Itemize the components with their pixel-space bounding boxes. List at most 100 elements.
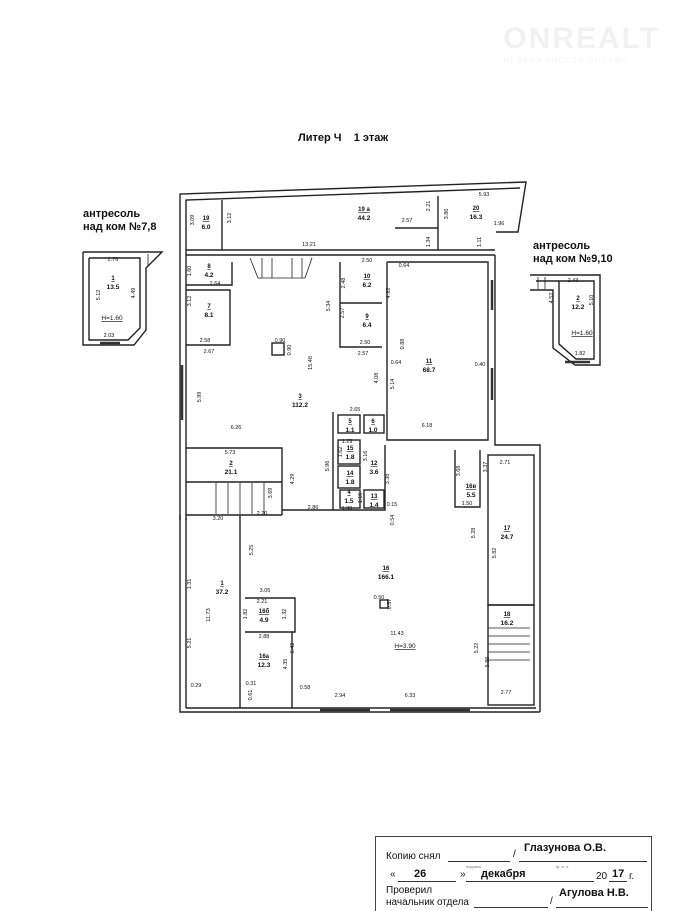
checked-name: Агулова Н.В. <box>559 887 629 899</box>
dimension-label: 3.16 <box>363 451 369 462</box>
dimension-label: 2.50 <box>360 340 371 346</box>
dimension-label: 0.88 <box>400 339 406 350</box>
room-area: 68.7 <box>423 367 436 374</box>
dimension-label: 6.42 <box>290 643 296 654</box>
walls <box>82 181 601 713</box>
room-number: 19 <box>203 216 210 222</box>
room-number: 2 <box>576 296 580 302</box>
dimension-label: 1.29 <box>342 439 353 445</box>
dimension-label: 5.86 <box>485 657 491 668</box>
dimension-label: 2.76 <box>108 257 119 263</box>
mezzanine-label-line2: над ком №9,10 <box>533 253 613 265</box>
room-area: 1.4 <box>369 502 378 509</box>
ceiling-height: Н=3.90 <box>394 643 416 650</box>
dimension-label: 5.12 <box>96 290 102 301</box>
dimension-label: 2.48 <box>341 278 347 289</box>
dimension-label: 1.16 <box>358 493 364 504</box>
room-number: 5 <box>348 419 352 425</box>
dimension-label: 5.93 <box>479 192 490 198</box>
room-area: 16.2 <box>501 620 514 627</box>
room-area: 6.4 <box>362 322 371 329</box>
room-number: 15 <box>347 446 354 452</box>
room-number: 7 <box>207 304 211 310</box>
dimension-label: 5.96 <box>325 461 331 472</box>
dimension-label: 3.86 <box>444 209 450 220</box>
dimension-label: 5.22 <box>474 643 480 654</box>
room-area: 44.2 <box>358 215 371 222</box>
dimension-label: 2.57 <box>358 351 369 357</box>
dimension-label: 3.09 <box>190 215 196 226</box>
dimension-label: 0.64 <box>391 360 402 366</box>
room-area: 8.1 <box>204 312 213 319</box>
dimension-label: 2.21 <box>257 599 268 605</box>
dimension-label: 0.64 <box>399 263 410 269</box>
dimension-label: 5.73 <box>225 450 236 456</box>
dimension-label: 0.29 <box>191 683 202 689</box>
room-number: 16 <box>383 566 390 572</box>
dimension-label: 0.90 <box>275 338 286 344</box>
dimension-label: 2.64 <box>210 281 221 287</box>
dimension-label: 6.26 <box>231 425 242 431</box>
dimension-label: 0.50 <box>374 595 385 601</box>
year-suffix: 17 <box>612 868 625 880</box>
dimension-label: 4.92 <box>386 288 392 299</box>
dimension-label: 13.21 <box>302 242 316 248</box>
dimension-label: 2.71 <box>500 460 511 466</box>
dimension-label: 5.10 <box>589 295 595 306</box>
room-area: 6.2 <box>362 282 371 289</box>
room-number: 2 <box>229 461 233 467</box>
name-line <box>556 907 648 908</box>
year-line <box>609 881 627 882</box>
room-area: 3.6 <box>369 469 378 476</box>
slash: / <box>550 896 553 907</box>
room-number: 8 <box>207 264 211 270</box>
dimension-label: 4.08 <box>374 373 380 384</box>
dimension-label: 11.43 <box>390 631 403 637</box>
mezzanine-label-line2: над ком №7,8 <box>83 221 157 233</box>
dimension-label: 6.33 <box>405 693 416 699</box>
quote: « <box>390 869 396 880</box>
room-number: 6 <box>371 419 375 425</box>
signature-line <box>448 861 510 862</box>
ceiling-height: Н=1.60 <box>571 330 593 337</box>
dimension-label: 3.37 <box>483 462 489 473</box>
checked-label: Проверил <box>386 885 433 896</box>
dimension-label: 5.21 <box>187 638 193 649</box>
quote: » <box>460 869 466 880</box>
month-line <box>466 881 594 882</box>
dimension-label: 11.73 <box>206 608 212 621</box>
dimension-label: 3.69 <box>268 488 274 499</box>
room-number: 20 <box>473 206 480 212</box>
dimension-label: 5.14 <box>390 379 396 390</box>
dimension-label: 1.11 <box>477 237 483 247</box>
mezzanine-label-line1: антресоль <box>533 240 591 252</box>
dimension-label: 2.43 <box>568 278 579 284</box>
dimension-label: 1.96 <box>494 221 505 227</box>
dimension-label: 1.32 <box>282 609 288 620</box>
year-prefix: 20 <box>596 871 608 882</box>
fio-hint: ф. и. о. <box>556 864 570 869</box>
room-area: 21.1 <box>225 469 238 476</box>
room-area: 1.8 <box>345 479 354 486</box>
dimension-label: 4.52 <box>549 293 555 304</box>
room-area: 24.7 <box>501 534 514 541</box>
dimension-label: 1.34 <box>426 237 432 248</box>
room-number: 18 <box>504 612 511 618</box>
dimension-label: 2.20 <box>257 511 268 517</box>
dimension-label: 1.60 <box>187 266 193 277</box>
room-area: 1.1 <box>345 427 354 434</box>
room-number: 16а <box>259 654 270 660</box>
signature-block: Копию снял / Глазунова О.В. подпись ф. и… <box>375 836 652 911</box>
mezzanine-label-left: антресоль над ком №7,8 <box>83 208 156 234</box>
dimension-label: 2.57 <box>340 308 346 319</box>
dimension-label: 0.57 <box>387 599 393 610</box>
dimension-label: 2.86 <box>308 505 319 511</box>
dimension-label: 1.82 <box>243 609 249 620</box>
dimension-label: 6.18 <box>422 423 433 429</box>
dimension-label: 0.61 <box>248 690 254 701</box>
ceiling-height: Н=1.60 <box>101 315 123 322</box>
dimension-label: 5.99 <box>197 392 203 403</box>
month: декабря <box>481 868 526 880</box>
dimension-label: 2.88 <box>259 634 270 640</box>
stairs <box>139 254 546 661</box>
